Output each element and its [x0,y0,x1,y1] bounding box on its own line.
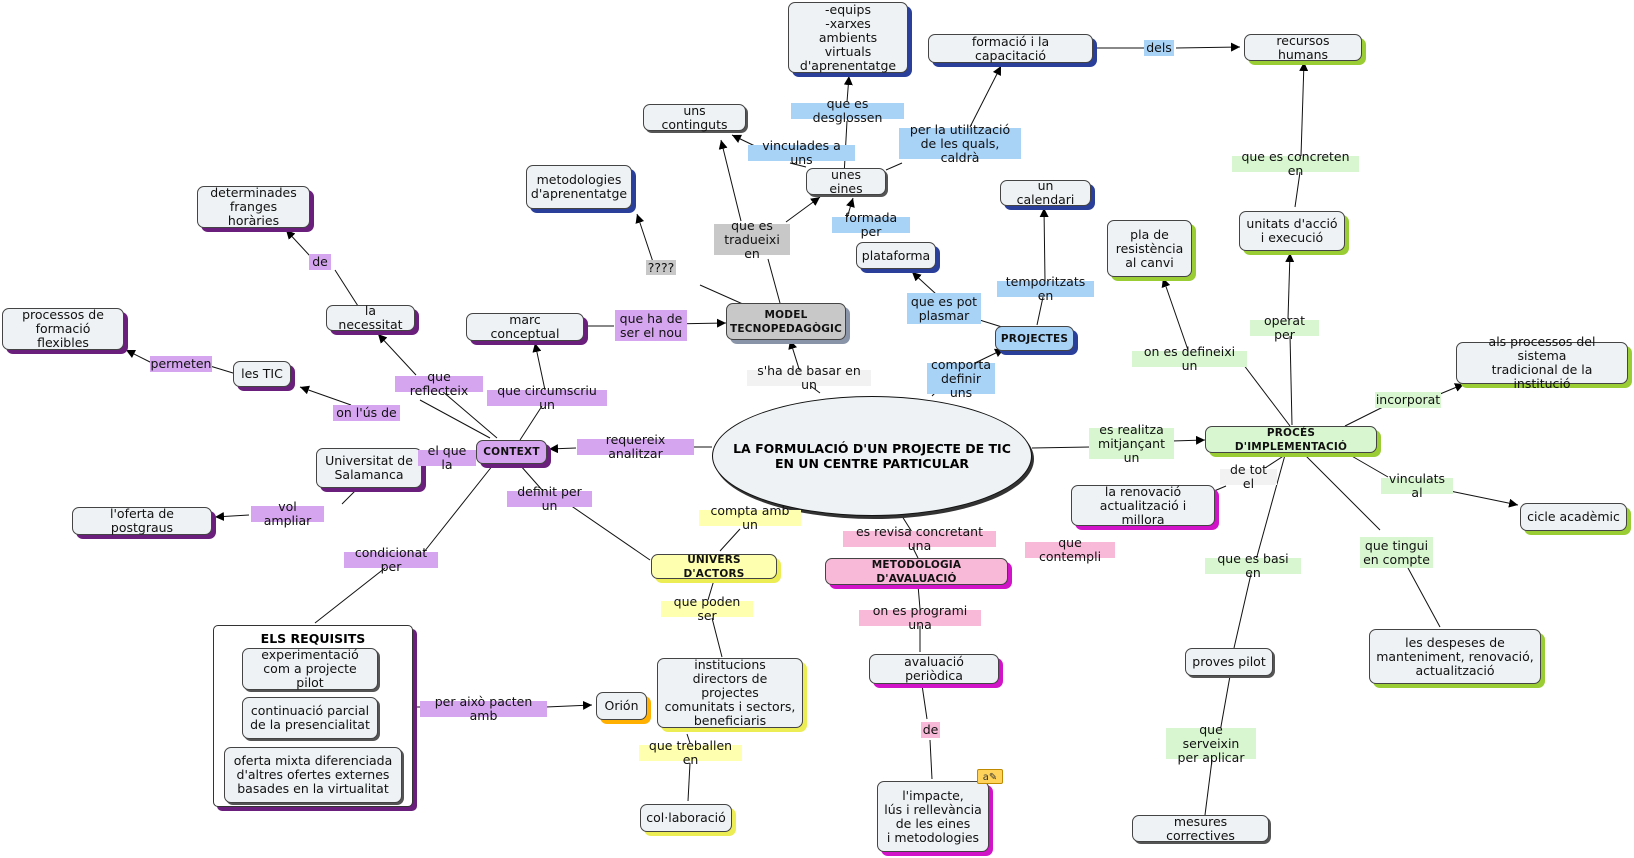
link-label-tingui: que tingui en compte [1360,537,1433,568]
node-equips[interactable]: -equips -xarxes ambients virtuals d'apre… [788,2,908,73]
link-label-temporitzats: temporitzats en [997,275,1094,303]
requisit-item[interactable]: experimentació com a projecte pilot [242,648,378,690]
link-label-vol-ampliar: vol ampliar [251,500,324,528]
link-label-desglossen: que es desglossen [791,97,904,125]
link-label-formada: formada per [832,211,910,239]
node-franges[interactable]: determinades franges horàries [197,186,310,228]
node-metodologia-avaluacio[interactable]: METODOLOGIA D'AVALUACIÓ [825,558,1008,585]
node-context[interactable]: CONTEXT [476,440,547,464]
link-label-comporta: comporta definir uns [927,357,995,399]
link-label-basi: que es basi en [1205,552,1301,580]
node-institucions[interactable]: institucions directors de projectes comu… [657,658,803,728]
node-mesures-correctives[interactable]: mesures correctives [1132,814,1269,842]
link-label-ha-de-ser: que ha de ser el nou [615,310,687,341]
note-icon[interactable]: a✎ [977,769,1003,784]
link-label-interrog: ???? [646,259,676,275]
node-colaboracio[interactable]: col·laboració [640,804,732,832]
node-pla-resistencia[interactable]: pla de resistència al canvi [1107,220,1192,277]
link-label-poden-ser: que poden ser [661,595,753,623]
link-label-requereix: requereix analitzar [577,433,694,461]
requisits-title: ELS REQUISITS [260,631,366,646]
link-label-concreten: que es concreten en [1232,150,1359,178]
link-label-definit: definit per un [507,485,592,513]
link-label-permeten: permeten [150,356,212,372]
node-recursos-humans[interactable]: recursos humans [1244,33,1362,61]
link-label-incorporat: incorporat [1375,392,1441,408]
link-label-pot-plasmar: que es pot plasmar [907,293,981,324]
link-label-compta: compta amb un [699,504,801,532]
node-proves-pilot[interactable]: proves pilot [1185,648,1273,676]
link-label-circumscriu: que circumscriu un [487,384,607,412]
link-label-pacten: per això pacten amb [420,695,547,723]
requisit-item[interactable]: oferta mixta diferenciada d'altres ofert… [224,747,402,803]
node-cicle-academic[interactable]: cicle acadèmic [1520,503,1627,531]
link-label-us-de: on l'ús de [333,405,400,421]
node-calendari[interactable]: un calendari [1000,179,1091,207]
node-renovacio[interactable]: la renovació actualització i millora [1071,484,1215,526]
node-postgraus[interactable]: l'oferta de postgraus [72,507,212,535]
central-topic[interactable]: LA FORMULACIÓ D'UN PROJECTE DE TIC EN UN… [712,396,1032,516]
link-label-de-tot: de tot el [1220,463,1277,491]
node-necessitat[interactable]: la necessitat [326,304,415,332]
link-label-de-franges: de [309,254,331,270]
link-label-vinculats: vinculats al [1381,472,1453,500]
node-universitat[interactable]: Universitat de Salamanca [316,448,422,488]
link-label-serveixin: que serveixin per aplicar [1166,722,1256,764]
node-unitats[interactable]: unitats d'acció i execució [1239,211,1345,251]
node-orion[interactable]: Orión [596,692,647,720]
link-label-utilitzacio: per la utilització de les quals, caldrà [899,122,1021,164]
node-projectes[interactable]: PROJECTES [995,326,1074,351]
node-processos-flexibles[interactable]: processos de formació flexibles [2,308,124,350]
node-les-tic[interactable]: les TIC [233,361,291,387]
link-label-basar: s'ha de basar en un [747,364,871,392]
link-label-programi: on es programi una [859,604,981,632]
link-label-contempli: que contempli [1025,536,1115,564]
node-continguts[interactable]: uns continguts [643,103,746,131]
node-impacte[interactable]: l'impacte, lús i rellevància de les eine… [877,781,989,852]
node-despeses[interactable]: les despeses de manteniment, renovació, … [1369,629,1541,684]
link-label-tradueixi: que es tradueixi en [714,218,790,260]
link-label-condicionat: condicionat per [344,546,438,574]
link-label-reflecteix: que reflecteix [395,370,483,398]
node-eines[interactable]: unes eines [806,167,886,195]
link-label-realitza: es realitza mitjançant un [1089,422,1174,464]
node-univers-actors[interactable]: UNIVERS D'ACTORS [651,554,777,580]
link-label-de-impacte: de [921,722,940,738]
node-model-tecnopedagogic[interactable]: MODEL TECNOPEDAGÒGIC [726,303,846,340]
node-plataforma[interactable]: plataforma [856,242,936,269]
link-label-operat: operat per [1250,314,1319,342]
requisit-item[interactable]: continuació parcial de la presencialitat [242,697,378,739]
node-formacio[interactable]: formació i la capacitació [928,34,1093,63]
link-label-revisa: es revisa concretant una [843,525,996,553]
node-avaluacio-periodica[interactable]: avaluació periòdica [869,654,999,684]
node-sistema-tradicional[interactable]: als processos del sistema tradicional de… [1456,335,1628,391]
requisits-group[interactable]: ELS REQUISITS experimentació com a proje… [213,625,413,807]
link-label-defineixi: on es defineixi un [1132,345,1247,373]
node-marc-conceptual[interactable]: marc conceptual [466,313,584,341]
node-metodologies[interactable]: metodologies d'aprenentatge [526,165,632,209]
link-label-dels: dels [1144,40,1174,56]
node-proces-implementacio[interactable]: PROCÉS D'IMPLEMENTACIÓ [1205,426,1377,453]
link-label-treballen: que treballen en [639,739,742,767]
link-label-el-que-la: el que la [418,444,476,472]
link-label-vinculades: vinculades a uns [748,139,855,167]
